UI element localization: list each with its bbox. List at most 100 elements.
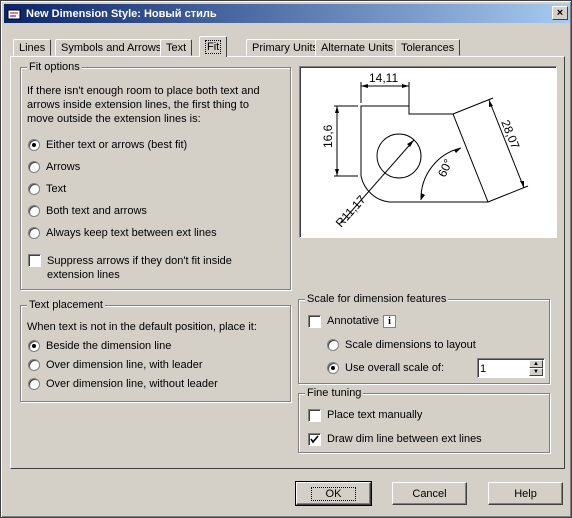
radio-arrows[interactable]: Arrows: [28, 161, 80, 174]
annotative-checkbox[interactable]: Annotative i: [308, 315, 396, 328]
checkbox-box[interactable]: [308, 315, 321, 328]
arrowhead: [402, 84, 409, 88]
arrowhead: [520, 181, 524, 188]
extension-line: [452, 97, 494, 115]
radio-dot[interactable]: [327, 339, 339, 351]
scale-legend: Scale for dimension features: [305, 293, 449, 305]
checkbox-label: Place text manually: [327, 409, 423, 421]
title-bar[interactable]: New Dimension Style: Новый стиль ×: [4, 4, 570, 23]
radio-label: Scale dimensions to layout: [345, 339, 476, 351]
radio-best-fit[interactable]: Either text or arrows (best fit): [28, 139, 187, 152]
place-text-manually-checkbox[interactable]: Place text manually: [308, 409, 422, 422]
checkbox-label: Draw dim line between ext lines: [327, 433, 482, 445]
radio-label: Over dimension line, with leader: [46, 359, 203, 371]
radio-dot[interactable]: [28, 378, 40, 390]
radio-keep-text-between[interactable]: Always keep text between ext lines: [28, 227, 217, 240]
text-placement-description: When text is not in the default position…: [27, 321, 257, 333]
radio-over-dim-line-without-leader[interactable]: Over dimension line, without leader: [28, 378, 218, 391]
tab-fit[interactable]: Fit: [199, 36, 228, 57]
overall-scale-input[interactable]: [480, 361, 528, 376]
tab-label: Alternate Units: [321, 41, 394, 54]
radio-dot[interactable]: [327, 362, 339, 374]
checkbox-box[interactable]: [308, 433, 321, 446]
dim-radius-label: R11,17: [333, 192, 369, 230]
radio-label: Arrows: [46, 161, 81, 173]
checkbox-label: Suppress arrows if they don't fit inside…: [47, 255, 232, 281]
arrowhead: [335, 169, 339, 176]
checkbox-box[interactable]: [308, 409, 321, 422]
fit-options-group: Fit options: [20, 61, 291, 290]
suppress-arrows-checkbox[interactable]: Suppress arrows if they don't fit inside…: [28, 254, 268, 282]
radio-label: Either text or arrows (best fit): [46, 139, 188, 151]
radio-overall-scale[interactable]: Use overall scale of:: [327, 362, 444, 375]
radio-dot[interactable]: [28, 227, 40, 239]
radio-label: Both text and arrows: [46, 205, 147, 217]
arrowhead: [407, 140, 414, 147]
tab-lines[interactable]: Lines: [13, 39, 52, 56]
info-icon[interactable]: i: [382, 315, 396, 328]
arrowhead: [421, 193, 425, 200]
radio-dot[interactable]: [28, 139, 40, 151]
arrowhead: [335, 106, 339, 113]
radio-scale-to-layout[interactable]: Scale dimensions to layout: [327, 339, 476, 352]
tab-label: Text: [166, 41, 187, 54]
radio-dot[interactable]: [28, 161, 40, 173]
angle-arc: [420, 147, 462, 201]
button-label: OK: [310, 486, 357, 501]
ok-button[interactable]: OK: [295, 481, 372, 506]
dim-left-label: 16,6: [321, 124, 335, 148]
leader-line: [340, 139, 415, 224]
scale-group: Scale for dimension features: [298, 293, 550, 384]
button-label: Help: [514, 487, 537, 500]
radio-label: Over dimension line, without leader: [46, 378, 218, 390]
close-button[interactable]: ×: [552, 6, 568, 20]
dimension-line: [488, 99, 525, 189]
spin-down-icon[interactable]: ▼: [529, 368, 543, 376]
arrowhead: [489, 100, 493, 107]
dim-right-label: 28,07: [498, 118, 522, 151]
fit-options-legend: Fit options: [27, 61, 82, 73]
radio-both-text-and-arrows[interactable]: Both text and arrows: [28, 205, 147, 218]
tab-label: Primary Units: [252, 41, 319, 54]
overall-scale-spinner[interactable]: ▲ ▼: [477, 358, 545, 378]
radio-label: Always keep text between ext lines: [46, 227, 217, 239]
checkmark-icon: [310, 435, 319, 444]
radio-dot[interactable]: [28, 359, 40, 371]
help-button[interactable]: Help: [488, 482, 563, 505]
tab-text[interactable]: Text: [160, 39, 193, 56]
fine-tuning-group: Fine tuning: [298, 387, 550, 453]
checkbox-box[interactable]: [28, 254, 41, 267]
radio-label: Use overall scale of:: [345, 362, 445, 374]
dim-top-label: 14,11: [369, 71, 398, 85]
tab-symbols-and-arrows[interactable]: Symbols and Arrows: [55, 39, 168, 56]
radio-text[interactable]: Text: [28, 183, 66, 196]
hole-circle: [376, 133, 422, 179]
cancel-button[interactable]: Cancel: [392, 482, 467, 505]
radio-beside-dim-line[interactable]: Beside the dimension line: [28, 340, 171, 353]
part-outline: [360, 105, 489, 203]
dimension-style-icon: [6, 6, 22, 22]
window-title: New Dimension Style: Новый стиль: [26, 7, 217, 20]
tab-label: Symbols and Arrows: [61, 41, 162, 54]
extension-line: [487, 185, 529, 203]
radio-dot[interactable]: [28, 340, 40, 352]
fit-options-description: If there isn't enough room to place both…: [27, 85, 260, 125]
tab-label: Lines: [19, 41, 46, 54]
button-label: Cancel: [412, 487, 447, 500]
tab-alternate-units[interactable]: Alternate Units: [315, 39, 400, 56]
checkbox-label: Annotative: [327, 315, 379, 327]
close-icon: ×: [556, 6, 564, 19]
radio-dot[interactable]: [28, 183, 40, 195]
tab-primary-units[interactable]: Primary Units: [246, 39, 325, 56]
radio-dot[interactable]: [28, 205, 40, 217]
tab-tolerances[interactable]: Tolerances: [395, 39, 461, 56]
draw-dim-line-checkbox[interactable]: Draw dim line between ext lines: [308, 433, 482, 446]
dimension-preview: 14,11 16,6 28,07 60° R11,17: [299, 66, 557, 238]
text-placement-group: Text placement: [20, 299, 291, 402]
spin-up-icon[interactable]: ▲: [529, 360, 543, 368]
preview-drawing: 14,11 16,6 28,07 60° R11,17: [321, 71, 529, 230]
radio-label: Beside the dimension line: [46, 340, 172, 352]
radio-over-dim-line-with-leader[interactable]: Over dimension line, with leader: [28, 359, 203, 372]
radio-label: Text: [46, 183, 67, 195]
